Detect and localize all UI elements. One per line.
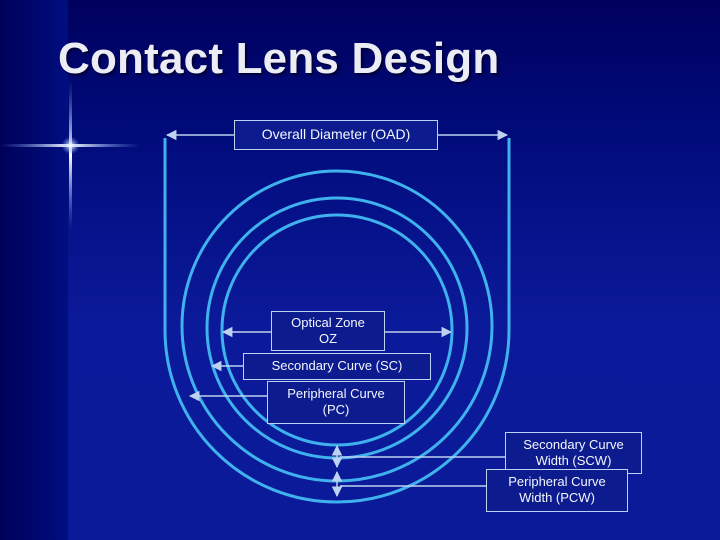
page-title: Contact Lens Design (58, 34, 500, 83)
label-pc-line1: Peripheral Curve (287, 386, 385, 401)
label-pcw: Peripheral Curve Width (PCW) (486, 469, 628, 512)
label-pcw-line1: Peripheral Curve (508, 474, 606, 489)
label-pc-line2: (PC) (322, 402, 350, 417)
label-scw-line2: Width (SCW) (535, 453, 612, 468)
label-sc-text: Secondary Curve (SC) (271, 358, 403, 373)
left-band (0, 0, 68, 540)
label-secondary-curve: Secondary Curve (SC) (243, 353, 431, 380)
label-oz-line2: OZ (318, 331, 338, 346)
label-optical-zone: Optical Zone OZ (271, 311, 385, 351)
label-scw: Secondary Curve Width (SCW) (505, 432, 642, 474)
sparkle-icon (0, 80, 140, 230)
label-scw-line1: Secondary Curve (523, 437, 624, 452)
label-oad-text: Overall Diameter (OAD) (261, 126, 411, 142)
label-pcw-line2: Width (PCW) (519, 490, 595, 505)
label-peripheral-curve: Peripheral Curve (PC) (267, 381, 405, 424)
label-oz-line1: Optical Zone (291, 315, 365, 330)
label-oad: Overall Diameter (OAD) (234, 120, 438, 150)
lens-outer-edge (163, 138, 511, 504)
